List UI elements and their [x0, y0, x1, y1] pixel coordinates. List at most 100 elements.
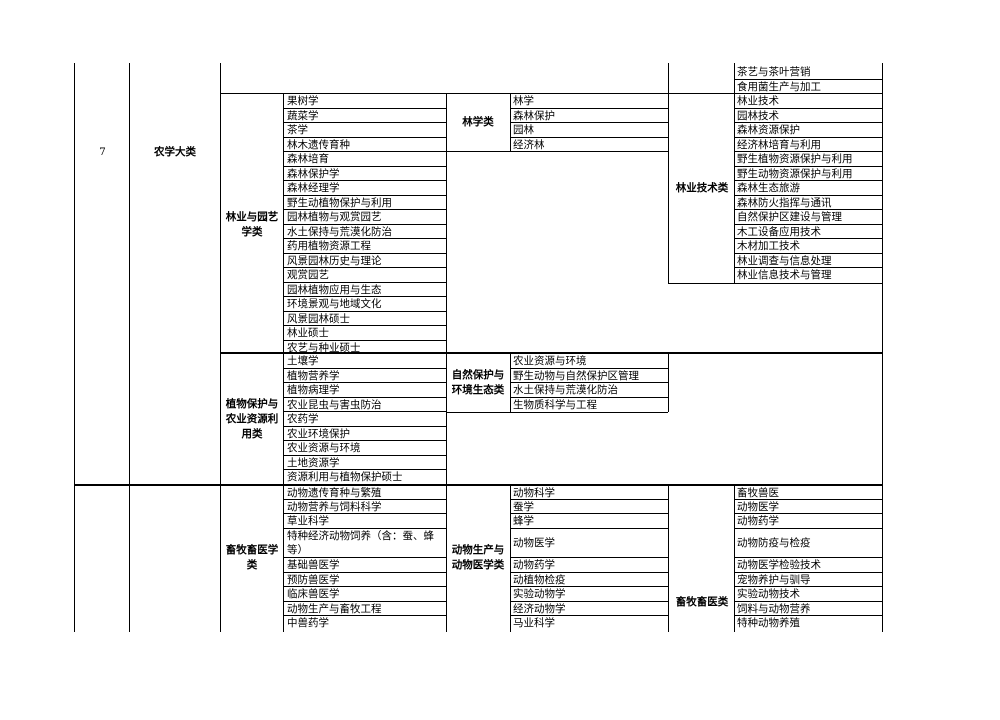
- grid-line: [734, 79, 882, 80]
- grid-line: [734, 224, 882, 225]
- major-item: 森林保护: [513, 109, 555, 122]
- grid-line: [283, 426, 446, 427]
- overflow-item: 茶艺与茶叶营销: [737, 66, 811, 78]
- grid-line: [446, 484, 448, 632]
- major-item: 动物遗传育种与繁殖: [287, 487, 382, 499]
- grid-line: [734, 238, 882, 239]
- major-item: 饲料与动物营养: [737, 603, 811, 615]
- major-item: 野生动植物保护与利用: [287, 196, 392, 209]
- grid-line: [734, 572, 882, 573]
- grid-line: [283, 325, 446, 326]
- grid-line: [283, 180, 446, 181]
- major-item: 园林: [513, 124, 534, 136]
- major-item: 中兽药学: [287, 617, 329, 629]
- major-item: 药用植物资源工程: [287, 240, 371, 252]
- major-item: 动物生产与畜牧工程: [287, 603, 382, 615]
- grid-line: [510, 397, 668, 398]
- major-item: 植物营养学: [287, 369, 340, 382]
- group-animal-vet: 畜牧畜医类: [675, 596, 729, 608]
- major-item: 土壤学: [287, 355, 319, 367]
- grid-line: [220, 352, 882, 354]
- major-item: 环境景观与地域文化: [287, 298, 382, 310]
- major-item: 蜂学: [513, 515, 534, 527]
- major-item: 农业资源与环境: [287, 442, 361, 454]
- grid-line: [510, 368, 668, 369]
- grid-line: [882, 63, 884, 632]
- major-item: 动植物检疫: [513, 574, 566, 586]
- major-item: 特种经济动物饲养（含：蚕、蜂等）: [287, 530, 434, 556]
- grid-line: [446, 151, 668, 153]
- grid-line: [283, 267, 446, 268]
- grid-line: [283, 209, 446, 210]
- grid-line: [283, 513, 446, 514]
- major-item: 动物医学: [737, 501, 779, 513]
- grid-line: [734, 122, 882, 123]
- group-nature-protection: 自然保护与环境生态类: [451, 368, 505, 396]
- grid-line: [734, 93, 735, 283]
- grid-line: [510, 615, 668, 616]
- grid-line: [734, 108, 882, 109]
- grid-line: [283, 253, 446, 254]
- major-item: 园林技术: [737, 109, 779, 122]
- major-item: 临床兽医学: [287, 588, 340, 600]
- grid-line: [283, 440, 446, 441]
- major-item: 动物营养与饲料科学: [287, 501, 382, 513]
- grid-line: [734, 586, 882, 587]
- major-item: 草业科学: [287, 515, 329, 527]
- major-item: 森林生态旅游: [737, 182, 800, 194]
- major-item: 农药学: [287, 413, 319, 425]
- major-item: 植物病理学: [287, 384, 340, 396]
- grid-line: [510, 382, 668, 383]
- major-item: 园林植物应用与生态: [287, 283, 382, 296]
- major-item: 动物医学: [513, 537, 555, 549]
- major-item: 风景园林硕士: [287, 312, 350, 325]
- grid-line: [734, 166, 882, 167]
- major-item: 预防兽医学: [287, 574, 340, 586]
- major-item: 畜牧兽医: [737, 487, 779, 499]
- major-item: 果树学: [287, 95, 319, 107]
- grid-line: [74, 63, 76, 632]
- group-forestry-tech: 林业技术类: [675, 181, 729, 194]
- grid-line: [734, 253, 882, 254]
- grid-line: [734, 499, 882, 500]
- grid-line: [734, 63, 735, 94]
- grid-line: [668, 283, 882, 285]
- grid-line: [283, 557, 446, 558]
- major-item: 野生动物与自然保护区管理: [513, 369, 639, 382]
- grid-line: [510, 528, 668, 529]
- major-item: 森林培育: [287, 153, 329, 165]
- grid-line: [446, 352, 448, 484]
- group-forestry-b: 林学类: [462, 116, 494, 128]
- major-item: 森林防火指挥与通讯: [737, 196, 832, 209]
- major-item: 林业技术: [737, 95, 779, 107]
- major-item: 农艺与种业硕士: [287, 341, 361, 354]
- grid-line: [734, 137, 882, 138]
- grid-line: [220, 63, 222, 632]
- major-item: 森林保护学: [287, 167, 340, 180]
- group-forestry-horticulture: 林业与园艺学类: [225, 211, 279, 238]
- grid-line: [283, 108, 446, 109]
- major-item: 动物药学: [513, 559, 555, 571]
- major-item: 茶学: [287, 124, 308, 136]
- grid-line: [283, 137, 446, 138]
- major-item: 基础兽医学: [287, 559, 340, 571]
- grid-line: [510, 513, 668, 514]
- grid-line: [283, 615, 446, 616]
- major-item: 农业资源与环境: [513, 355, 587, 367]
- grid-line: [283, 340, 446, 341]
- grid-line: [283, 238, 446, 239]
- grid-line: [734, 513, 882, 514]
- major-item: 动物药学: [737, 515, 779, 527]
- grid-line: [668, 484, 670, 632]
- grid-line: [734, 615, 882, 616]
- major-item: 水土保持与荒漠化防治: [513, 384, 618, 396]
- grid-line: [734, 557, 882, 558]
- grid-line: [283, 397, 446, 398]
- group-plant-protection: 植物保护与农业资源利用类: [225, 397, 279, 440]
- grid-line: [220, 93, 882, 95]
- grid-line: [283, 282, 446, 283]
- group-animal-husbandry: 畜牧畜医学类: [225, 543, 279, 571]
- major-item: 马业科学: [513, 617, 555, 629]
- grid-line: [283, 601, 446, 602]
- major-item: 森林经理学: [287, 182, 340, 194]
